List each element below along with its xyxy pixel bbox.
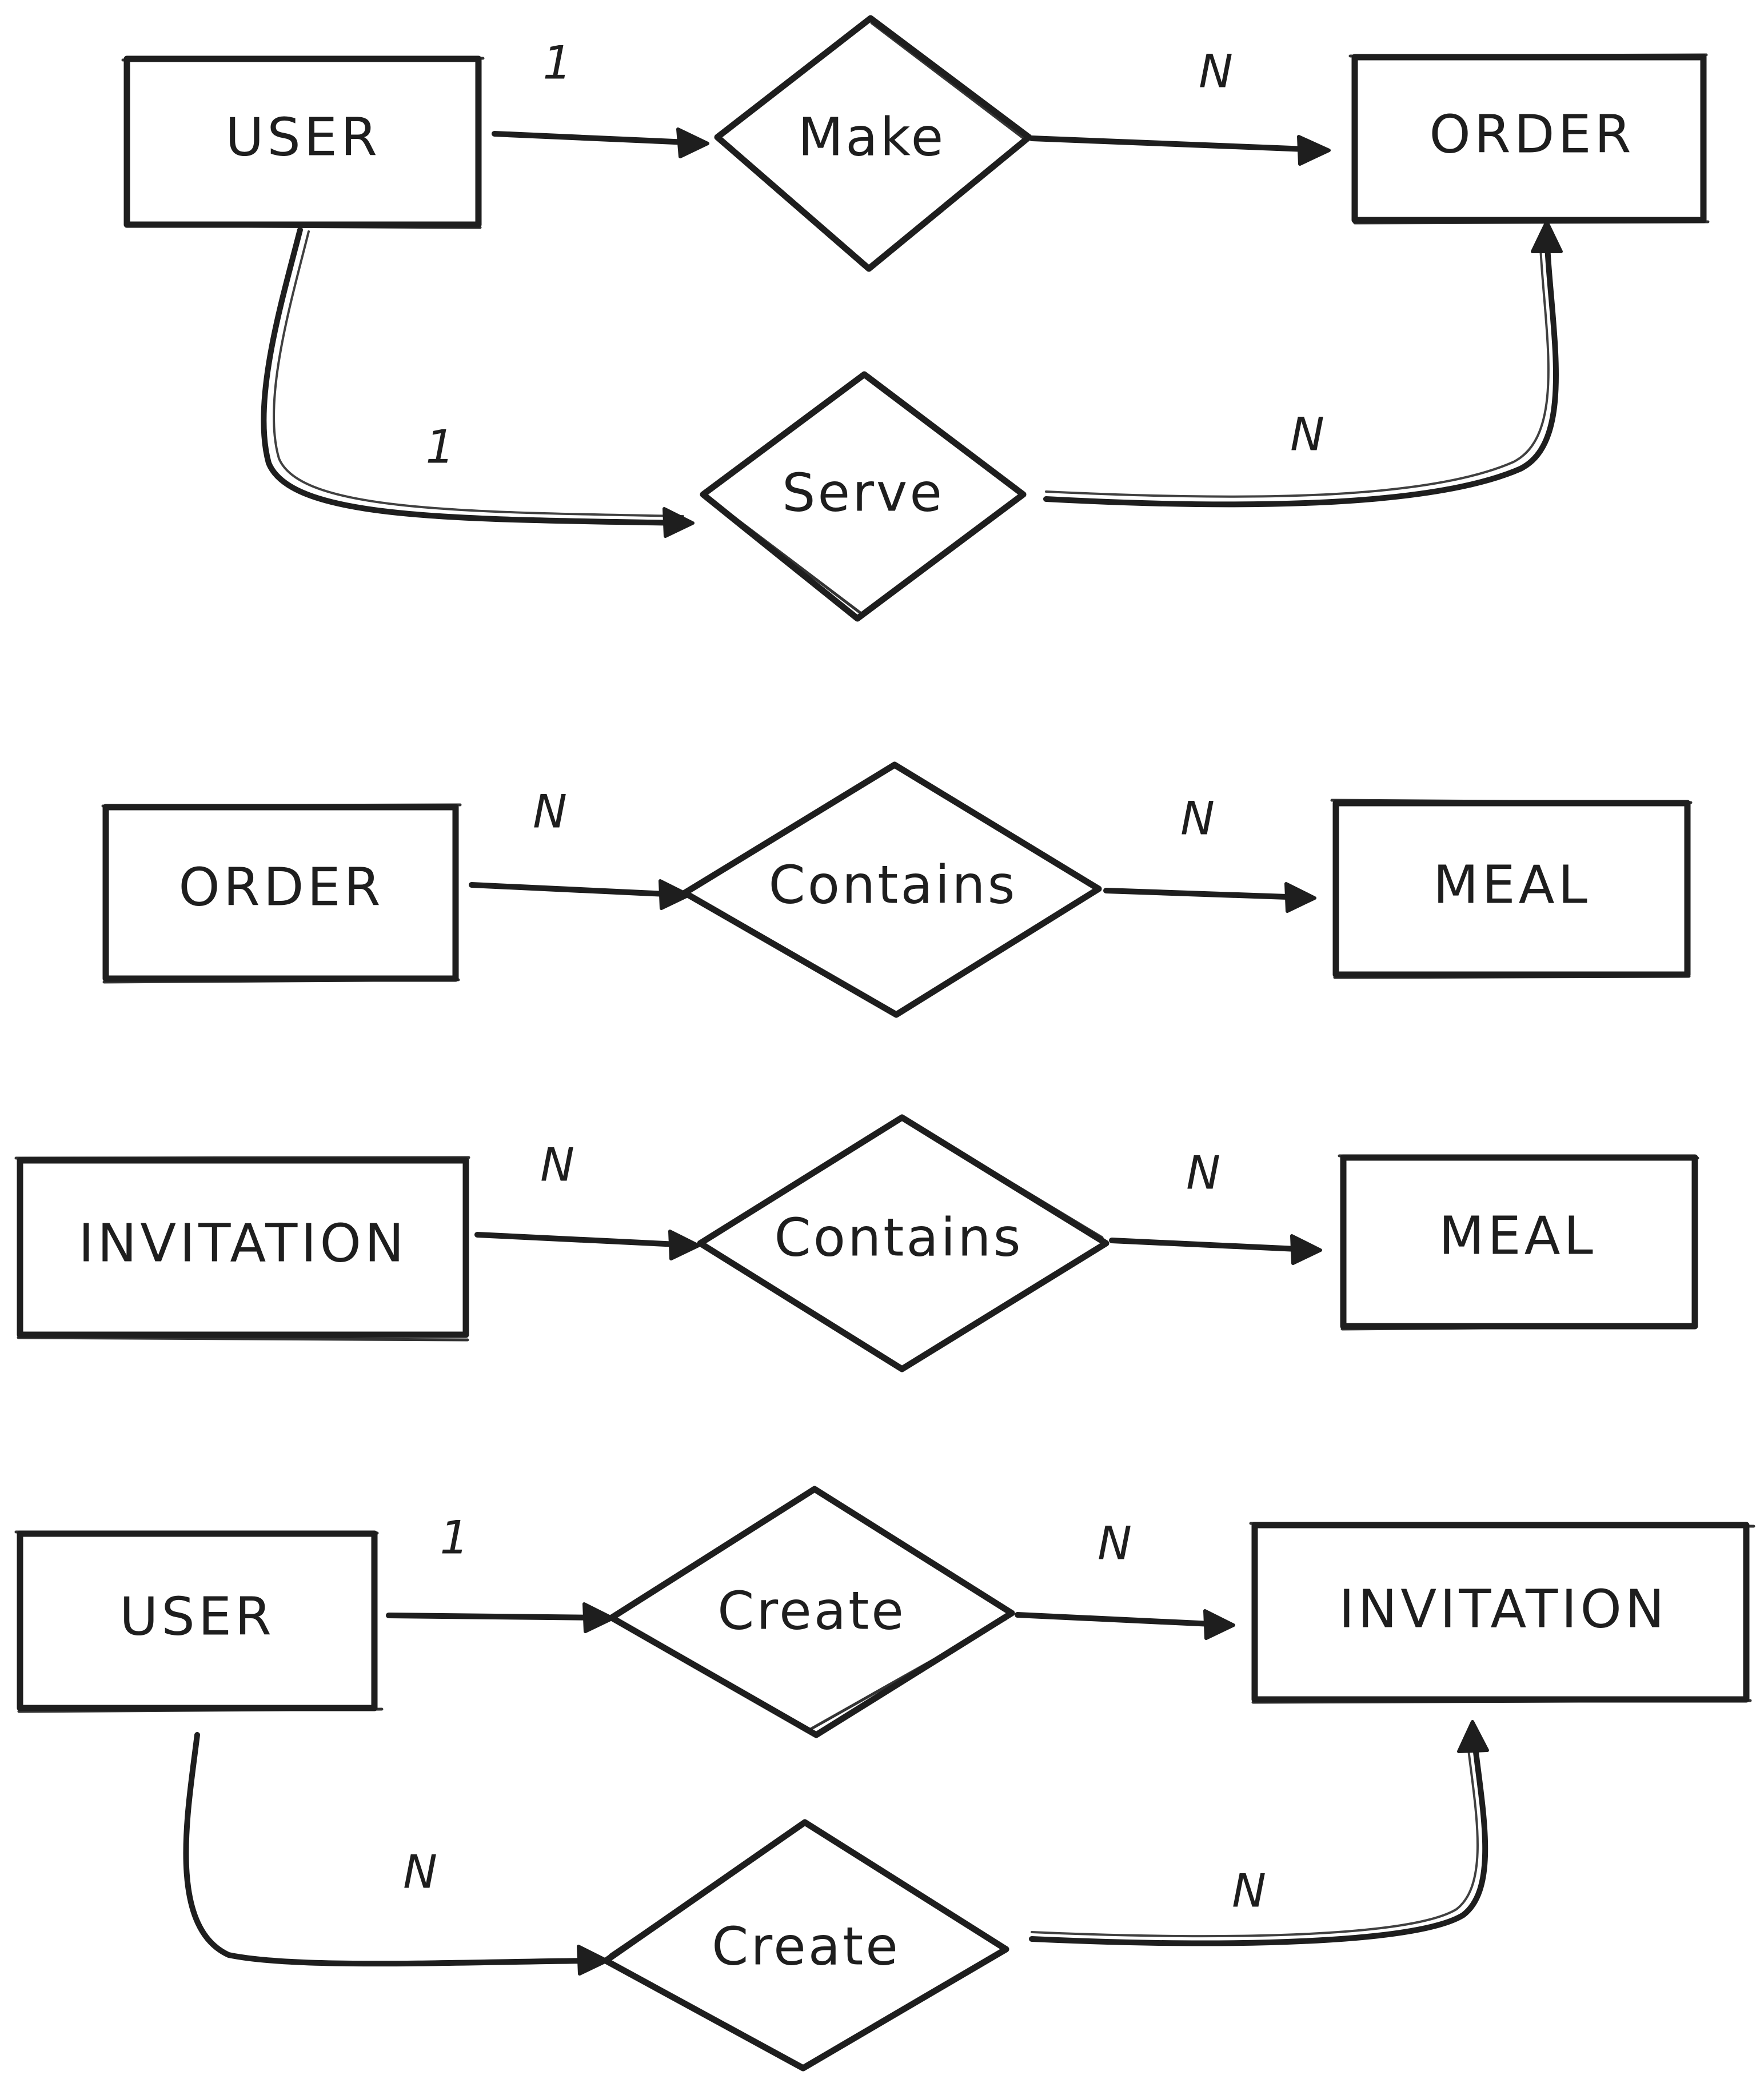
entity-invitation-2 bbox=[1251, 1522, 1750, 1703]
arrowhead-create-bottom-invitation bbox=[1457, 1720, 1489, 1753]
edge-user-create-top bbox=[386, 1613, 606, 1621]
edge-invitation-contains bbox=[474, 1232, 692, 1248]
edge-contains-meal-2 bbox=[1109, 1238, 1312, 1252]
edge-user-serve bbox=[261, 227, 686, 526]
relationship-make-label: Make bbox=[798, 107, 945, 168]
entity-meal-2-label: MEAL bbox=[1439, 1206, 1597, 1267]
edge-create-bottom-invitation bbox=[1029, 1729, 1488, 1946]
edge-make-order bbox=[1029, 135, 1323, 153]
cardinality-user-serve: 1 bbox=[426, 421, 455, 474]
cardinality-user-make: 1 bbox=[543, 37, 572, 90]
group-user-make-serve-order: USER ORDER Make Serve 1 N 1 N bbox=[121, 15, 1710, 622]
relationship-create-top-label: Create bbox=[717, 1581, 906, 1642]
cardinality-create-top-invitation: N bbox=[1097, 1517, 1132, 1570]
cardinality-serve-order: N bbox=[1290, 408, 1324, 461]
cardinality-create-bottom-invitation: N bbox=[1232, 1865, 1266, 1918]
arrowhead-user-make bbox=[676, 127, 709, 158]
cardinality-make-order: N bbox=[1199, 45, 1233, 98]
cardinality-invitation-contains: N bbox=[540, 1139, 574, 1192]
arrowhead-invitation-contains bbox=[668, 1230, 700, 1260]
cardinality-order-contains: N bbox=[533, 785, 567, 839]
arrowhead-contains-meal-2 bbox=[1290, 1234, 1322, 1265]
arrowhead-create-top-invitation bbox=[1203, 1609, 1235, 1640]
arrowhead-contains-meal-1 bbox=[1284, 882, 1316, 913]
group-user-create-invitation: USER INVITATION Create Create 1 N N N bbox=[14, 1486, 1755, 2072]
relationship-serve bbox=[700, 371, 1027, 622]
edge-order-contains bbox=[469, 882, 680, 897]
entity-user-2 bbox=[17, 1530, 378, 1711]
arrowhead-user-create-top bbox=[582, 1602, 614, 1633]
entity-invitation-1-label: INVITATION bbox=[78, 1213, 407, 1274]
cardinality-user-create-top: 1 bbox=[440, 1511, 469, 1565]
cardinality-contains-meal-2: N bbox=[1186, 1147, 1220, 1200]
relationship-serve-label: Serve bbox=[782, 462, 944, 524]
group-invitation-contains-meal: INVITATION MEAL Contains N N bbox=[14, 1114, 1699, 1372]
arrowhead-serve-order bbox=[1531, 220, 1563, 253]
relationship-contains-2-label: Contains bbox=[774, 1207, 1023, 1268]
edge-create-top-invitation bbox=[1015, 1612, 1226, 1627]
arrowhead-user-create-bottom bbox=[577, 1945, 609, 1976]
group-order-contains-meal: ORDER MEAL Contains N N bbox=[101, 761, 1693, 1018]
arrowhead-user-serve bbox=[663, 507, 695, 538]
entity-meal-1-label: MEAL bbox=[1433, 855, 1591, 916]
entity-order-top bbox=[1351, 54, 1707, 224]
relationship-make bbox=[714, 15, 1032, 272]
relationship-contains-1-label: Contains bbox=[768, 855, 1017, 916]
entity-meal-1 bbox=[1332, 800, 1691, 978]
arrowhead-make-order bbox=[1297, 135, 1331, 166]
entity-user bbox=[123, 55, 482, 228]
edge-user-make bbox=[492, 131, 703, 146]
entity-order bbox=[102, 804, 459, 982]
edge-serve-order bbox=[1043, 229, 1559, 508]
entity-user-2-label: USER bbox=[119, 1586, 275, 1647]
entity-order-label: ORDER bbox=[178, 857, 384, 918]
cardinality-contains-meal-1: N bbox=[1180, 792, 1215, 845]
entity-user-label: USER bbox=[225, 107, 381, 168]
relationship-create-bottom-label: Create bbox=[712, 1916, 900, 1977]
entity-meal-2 bbox=[1340, 1154, 1698, 1330]
edge-contains-meal bbox=[1103, 888, 1306, 900]
cardinality-user-create-bottom: N bbox=[403, 1846, 437, 1899]
edge-user-create-bottom bbox=[183, 1732, 600, 1967]
entity-invitation-2-label: INVITATION bbox=[1339, 1579, 1667, 1640]
entity-invitation-1 bbox=[17, 1157, 469, 1338]
arrowhead-order-contains bbox=[658, 879, 691, 910]
entity-order-top-label: ORDER bbox=[1429, 104, 1634, 165]
